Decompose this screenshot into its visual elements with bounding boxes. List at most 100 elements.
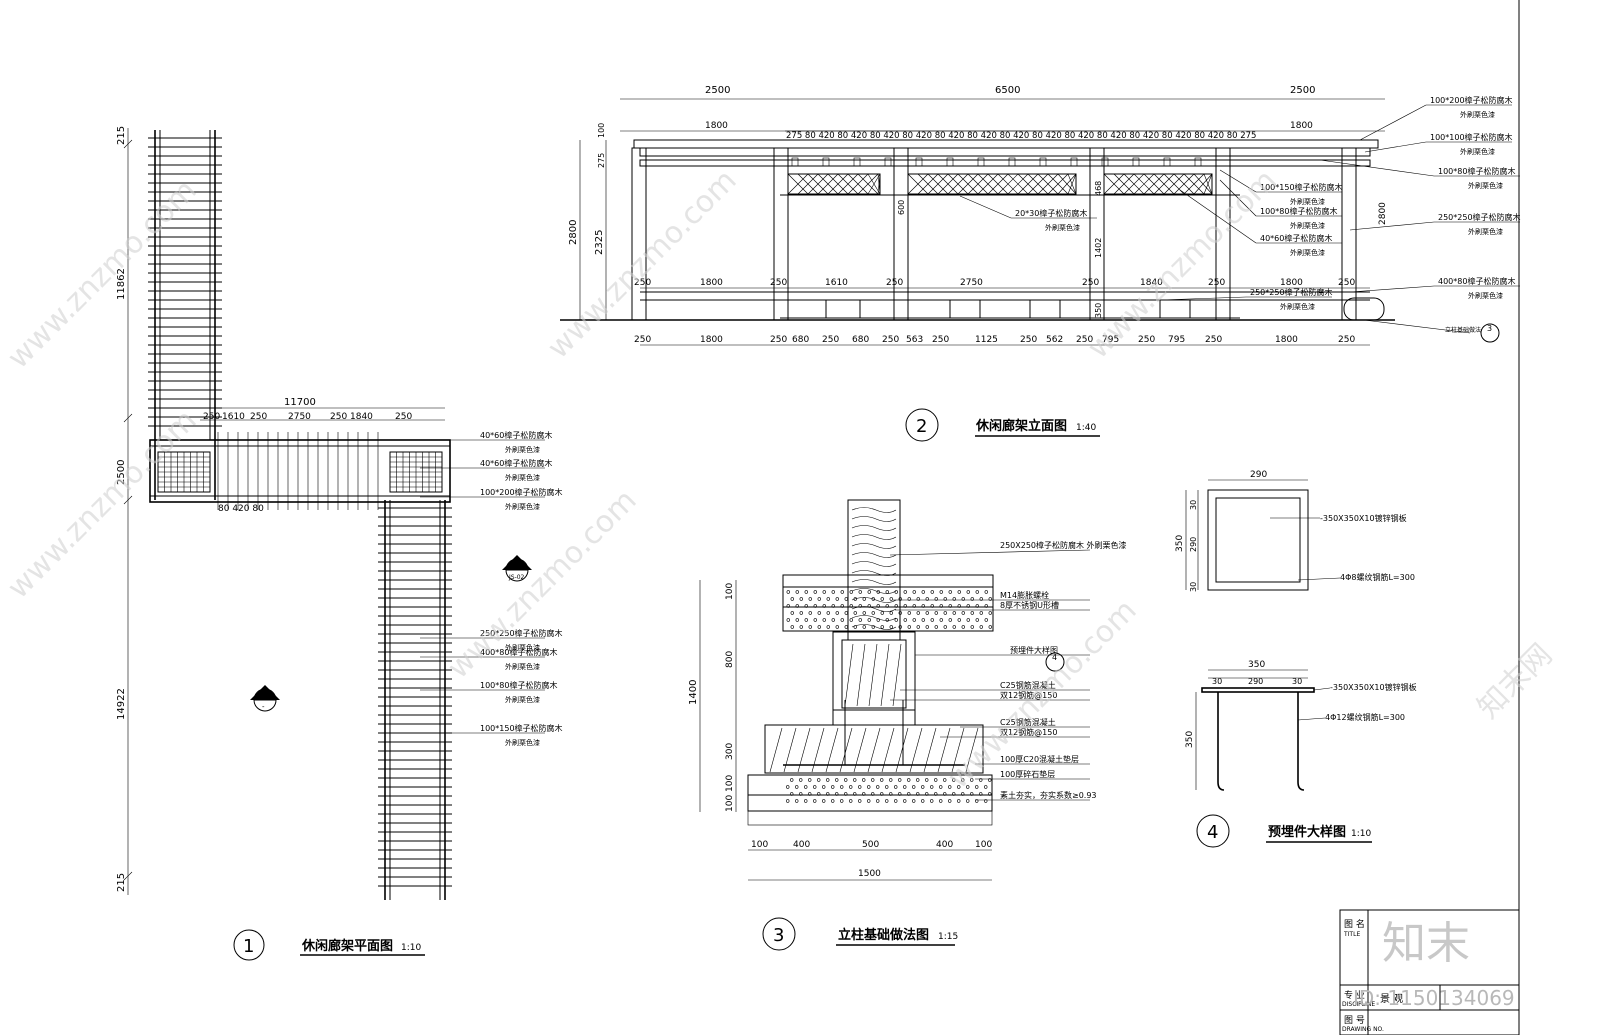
plan-note-line2: 外刷栗色漆	[505, 473, 540, 482]
gravel-dot	[862, 778, 866, 782]
elev-note-line1: 100*80樟子松防腐木	[1438, 166, 1515, 176]
embed-plan-dim-left-total: 350	[1175, 535, 1185, 552]
gravel-dot	[916, 778, 920, 782]
gravel-dot	[912, 618, 916, 622]
lattice-line	[1113, 173, 1135, 195]
elev-note-line1: 400*80樟子松防腐木	[1438, 276, 1515, 286]
elev-dim-bottom: 250	[1020, 335, 1037, 345]
concrete-hatch	[965, 727, 979, 773]
gravel-dot	[984, 618, 988, 622]
gravel-dot	[889, 597, 893, 601]
gravel-dot	[835, 625, 839, 629]
gravel-dot	[804, 604, 808, 608]
gravel-dot	[817, 625, 821, 629]
gravel-dot	[898, 597, 902, 601]
gravel-dot	[979, 778, 983, 782]
gravel-dot	[808, 625, 812, 629]
gravel-dot	[912, 590, 916, 594]
gravel-dot	[988, 792, 992, 796]
wood-grain	[851, 525, 897, 531]
gravel-dot	[970, 597, 974, 601]
embed-sec-dim-left: 350	[1185, 731, 1195, 748]
lattice-line	[1037, 173, 1059, 195]
gravel-dot	[840, 799, 844, 803]
gravel-dot	[804, 590, 808, 594]
concrete-hatch	[769, 727, 783, 773]
gravel-dot	[939, 799, 943, 803]
lattice-line	[797, 173, 819, 195]
elev-dim-mid: 1800	[1280, 278, 1303, 288]
plan-note-line1: 400*80樟子松防腐木	[480, 647, 557, 657]
gravel-dot	[835, 597, 839, 601]
embed-plan-dim-left-3: 30	[1189, 582, 1198, 592]
gravel-dot	[921, 604, 925, 608]
gravel-dot	[925, 792, 929, 796]
gravel-dot	[975, 785, 979, 789]
lattice-line	[807, 173, 829, 195]
gravel-dot	[817, 792, 821, 796]
elev-rafter-end	[1194, 157, 1202, 167]
elev-note-line2: 外刷栗色漆	[1045, 223, 1080, 232]
found-dim-left-1: 100	[725, 583, 735, 600]
elev-dim-bottom: 250	[634, 335, 651, 345]
gravel-dot	[786, 604, 790, 608]
elev-dim-bottom: 1800	[1275, 335, 1298, 345]
elev-lattice-panel	[787, 173, 881, 195]
gravel-dot	[916, 625, 920, 629]
gravel-dot	[804, 618, 808, 622]
gravel-dot	[948, 618, 952, 622]
tb-no-sub: DRAWING NO.	[1342, 1026, 1384, 1033]
gravel-dot	[831, 590, 835, 594]
elev-dim-bottom: 250	[1138, 335, 1155, 345]
elev-dim-bottom: 680	[852, 335, 869, 345]
gravel-dot	[957, 604, 961, 608]
gravel-dot	[952, 611, 956, 615]
elev-dim-bottom: 250	[770, 335, 787, 345]
gravel-dot	[867, 590, 871, 594]
found-dim-left-2: 800	[725, 651, 735, 668]
plan-title: 休闲廊架平面图	[301, 938, 393, 954]
elev-rafter-end	[977, 157, 985, 167]
elev-dim-mid: 1800	[700, 278, 723, 288]
gravel-dot	[871, 778, 875, 782]
gravel-dot	[867, 604, 871, 608]
gravel-dot	[822, 604, 826, 608]
elev-dim-top-2: 6500	[995, 85, 1020, 96]
gravel-dot	[988, 597, 992, 601]
section-mark-2: 2 -	[250, 685, 280, 712]
gravel-dot	[966, 618, 970, 622]
lattice-line	[1133, 173, 1155, 195]
gravel-dot	[889, 778, 893, 782]
elev-dim-bottom: 795	[1168, 335, 1185, 345]
elevation-title: 休闲廊架立面图	[975, 418, 1067, 434]
gravel-dot	[840, 618, 844, 622]
gravel-dot	[831, 799, 835, 803]
gravel-dot	[826, 792, 830, 796]
plan-dim-small: 80 420 80	[218, 504, 264, 514]
gravel-dot	[790, 611, 794, 615]
lattice-line	[957, 173, 979, 195]
elev-dim-mid: 250	[1338, 278, 1355, 288]
section-mark-1-ref: JS-02	[508, 574, 525, 581]
embed-sec-dim-top-2: 290	[1248, 677, 1263, 686]
gravel-dot	[849, 618, 853, 622]
elev-dim-row2-1: 1800	[705, 121, 728, 131]
plan-note-line2: 外刷栗色漆	[505, 662, 540, 671]
embed-plan-note-2: 4Φ8螺纹钢筋L=300	[1340, 572, 1415, 582]
gravel-dot	[912, 785, 916, 789]
lattice-line	[947, 173, 969, 195]
gravel-dot	[930, 590, 934, 594]
lattice-line	[787, 173, 809, 195]
elev-note-line1: 250*250樟子松防腐木	[1438, 212, 1521, 222]
gravel-dot	[925, 625, 929, 629]
gravel-dot	[885, 590, 889, 594]
embed-sec-note-2: 4Φ12螺纹钢筋L=300	[1325, 712, 1405, 722]
embed-sec-dim-top-total: 350	[1248, 660, 1265, 670]
gravel-dot	[813, 618, 817, 622]
gravel-dot	[826, 778, 830, 782]
foundation-scale: 1:15	[938, 932, 958, 942]
plan-dim-top-4: 2750	[288, 412, 311, 422]
gravel-dot	[957, 618, 961, 622]
gravel-dot	[948, 604, 952, 608]
gravel-dot	[903, 618, 907, 622]
